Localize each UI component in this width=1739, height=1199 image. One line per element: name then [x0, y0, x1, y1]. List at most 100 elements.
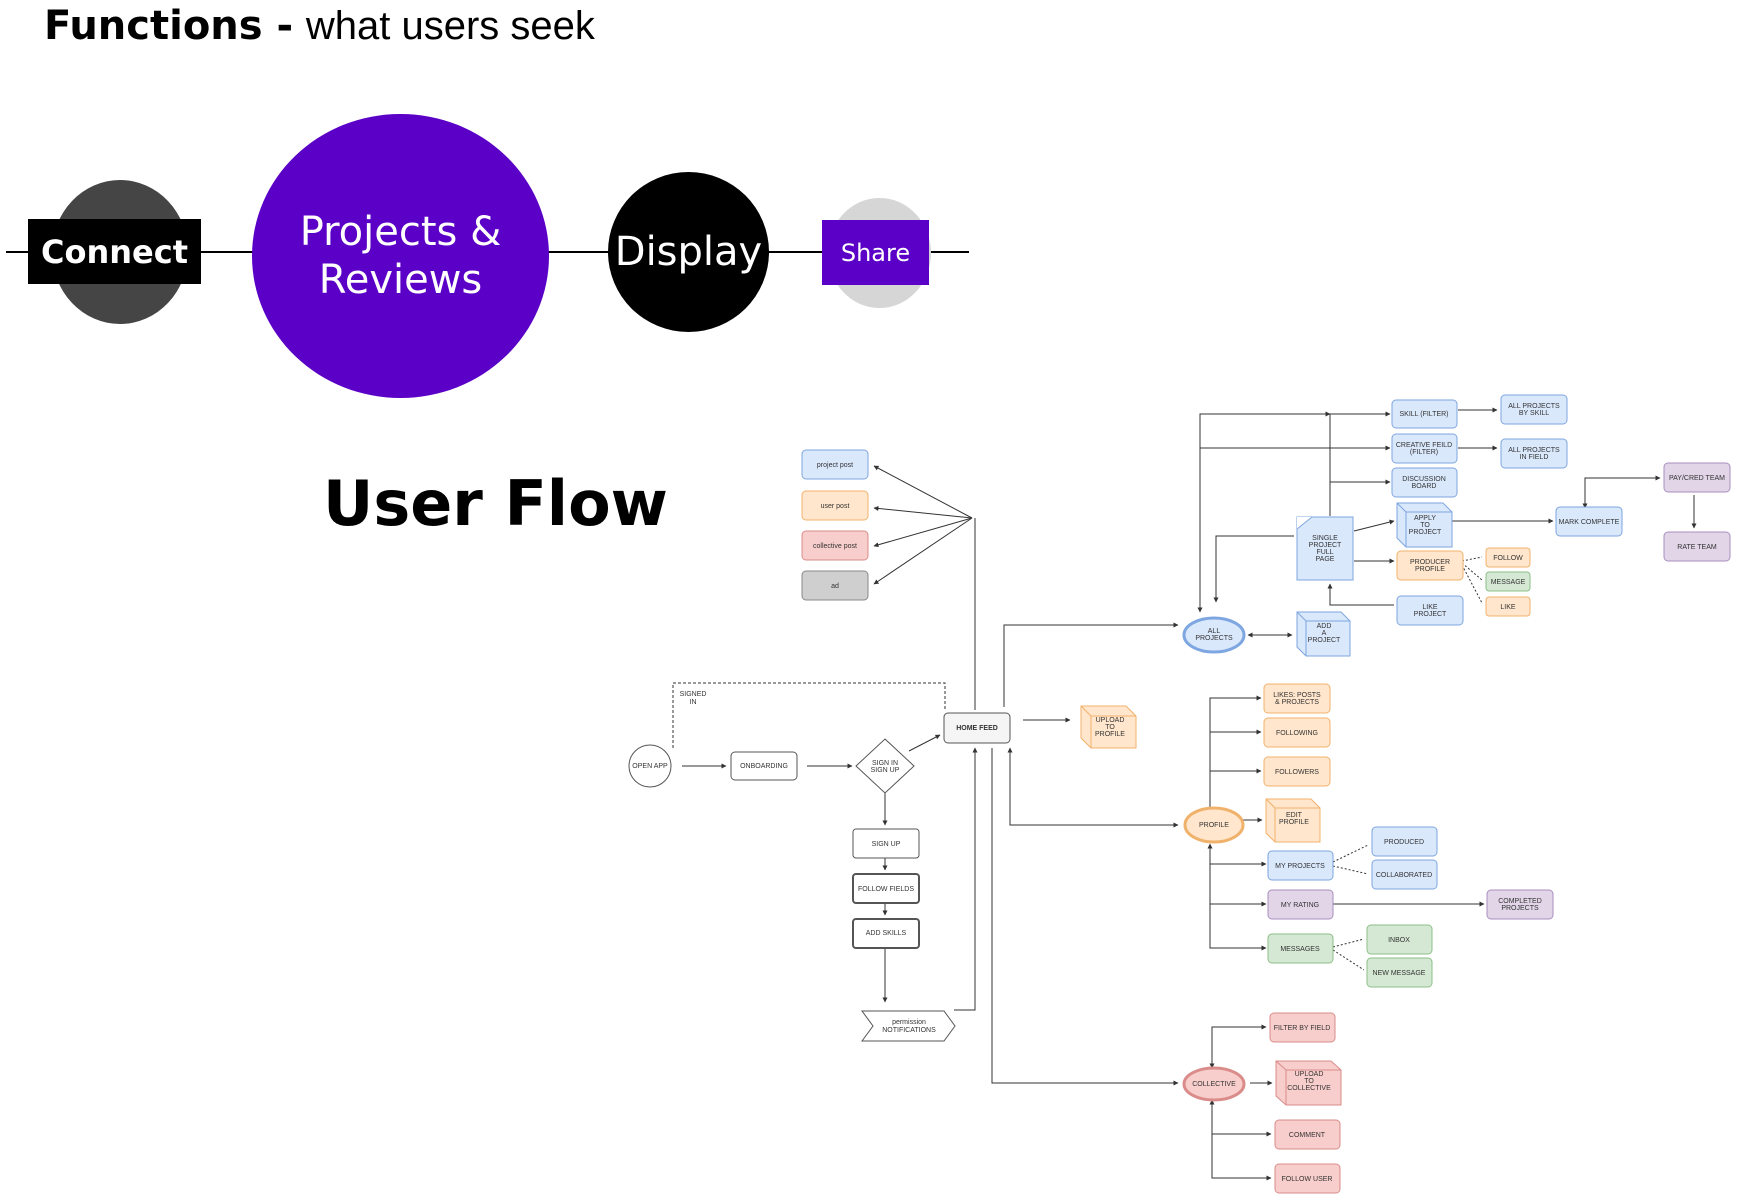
svg-text:LIKES: POSTS: LIKES: POSTS	[1273, 692, 1321, 699]
svg-text:permission: permission	[892, 1019, 926, 1026]
svg-text:PROFILE: PROFILE	[1199, 822, 1229, 829]
node-inbox: INBOX	[1366, 924, 1433, 955]
node-edit-profile: EDIT PROFILE	[1265, 798, 1321, 843]
node-add-skills: ADD SKILLS	[852, 918, 920, 949]
svg-text:CREATIVE FEILD: CREATIVE FEILD	[1396, 442, 1452, 449]
node-single-project-page: SINGLE PROJECT FULL PAGE	[1296, 516, 1354, 581]
svg-text:SKILL (FILTER): SKILL (FILTER)	[1399, 411, 1448, 418]
edge	[954, 747, 978, 1011]
svg-text:project post: project post	[817, 462, 853, 469]
svg-text:FULL: FULL	[1316, 549, 1333, 556]
svg-text:ADD: ADD	[1317, 623, 1332, 630]
edge	[1209, 1099, 1272, 1181]
edge	[1329, 411, 1391, 516]
node-my-projects: MY PROJECTS	[1267, 850, 1334, 881]
node-produced: PRODUCED	[1371, 826, 1438, 857]
svg-text:APPLY: APPLY	[1414, 515, 1436, 522]
edge	[873, 505, 973, 519]
node-all-projects-by-skill: ALL PROJECTS BY SKILL	[1500, 394, 1568, 425]
node-rate-team: RATE TEAM	[1663, 531, 1731, 562]
node-ad: ad	[801, 570, 869, 601]
title-light: what users seek	[305, 4, 595, 48]
node-sign-up: SIGN UP	[852, 828, 920, 859]
node-apply-to-project: APPLY TO PROJECT	[1396, 502, 1453, 548]
node-producer-profile: PRODUCER PROFILE	[1396, 550, 1464, 581]
display-text: Display	[614, 229, 763, 275]
edge	[873, 517, 973, 548]
svg-text:COMMENT: COMMENT	[1289, 1132, 1326, 1139]
svg-text:NOTIFICATIONS: NOTIFICATIONS	[882, 1027, 936, 1034]
svg-text:INBOX: INBOX	[1388, 937, 1410, 944]
edge	[1327, 583, 1394, 606]
node-follow-user: FOLLOW USER	[1274, 1163, 1341, 1194]
edge	[1197, 411, 1331, 613]
edge-dashed	[1332, 865, 1369, 875]
node-follow-fields: FOLLOW FIELDS	[852, 873, 920, 904]
edge	[1207, 843, 1267, 951]
display-circle: Display	[608, 172, 769, 332]
node-permission-notifications: permission NOTIFICATIONS	[861, 1010, 956, 1042]
node-messages: MESSAGES	[1267, 933, 1334, 964]
node-onboarding: ONBOARDING	[730, 751, 798, 781]
node-like-project: LIKE PROJECT	[1396, 595, 1464, 626]
svg-text:PROJECT: PROJECT	[1309, 542, 1342, 549]
svg-text:A: A	[1322, 630, 1327, 637]
svg-text:MESSAGES: MESSAGES	[1280, 946, 1320, 953]
svg-text:ALL PROJECTS: ALL PROJECTS	[1508, 447, 1560, 454]
svg-text:SIGN UP: SIGN UP	[871, 767, 900, 774]
edge	[1003, 622, 1179, 707]
edge-dashed	[1461, 564, 1483, 604]
node-completed-projects: COMPLETED PROJECTS	[1486, 889, 1554, 920]
svg-text:FOLLOWERS: FOLLOWERS	[1275, 769, 1319, 776]
edge	[1209, 695, 1262, 808]
svg-text:FOLLOWING: FOLLOWING	[1276, 730, 1318, 737]
edge-dashed	[1332, 949, 1365, 971]
connect-text: Connect	[41, 232, 188, 271]
svg-text:SIGN UP: SIGN UP	[872, 841, 901, 848]
svg-text:PROJECT: PROJECT	[1308, 637, 1341, 644]
node-profile: PROFILE	[1183, 806, 1245, 844]
svg-text:PROJECTS: PROJECTS	[1195, 635, 1233, 642]
svg-text:UPLOAD: UPLOAD	[1295, 1071, 1324, 1078]
page-title: Functions - what users seek	[44, 0, 595, 52]
node-collective: COLLECTIVE	[1182, 1066, 1246, 1102]
node-user-post: user post	[801, 490, 869, 521]
svg-text:MY RATING: MY RATING	[1281, 902, 1319, 909]
edge	[1353, 519, 1395, 532]
svg-text:ALL: ALL	[1208, 628, 1221, 635]
share-text: Share	[840, 238, 911, 267]
edge-dashed	[1332, 938, 1365, 948]
node-skill-filter: SKILL (FILTER)	[1391, 399, 1458, 429]
svg-text:TO: TO	[1105, 724, 1115, 731]
svg-text:collective post: collective post	[813, 543, 857, 550]
svg-text:SIGNED: SIGNED	[680, 691, 707, 698]
user-flow-title: User Flow	[323, 467, 668, 540]
svg-text:NEW MESSAGE: NEW MESSAGE	[1373, 970, 1426, 977]
svg-text:RATE TEAM: RATE TEAM	[1677, 544, 1717, 551]
node-signed-in-label: SIGNED IN	[680, 691, 707, 706]
node-add-a-project: ADD A PROJECT	[1296, 611, 1351, 657]
svg-text:user post: user post	[821, 503, 850, 510]
node-pay-cred-team: PAY/CRED TEAM	[1663, 462, 1731, 493]
node-upload-to-profile: UPLOAD TO PROFILE	[1080, 705, 1137, 749]
node-follow: FOLLOW	[1485, 547, 1531, 568]
edge	[1209, 1024, 1267, 1069]
svg-text:PROJECT: PROJECT	[1409, 529, 1442, 536]
svg-text:FILTER BY FIELD: FILTER BY FIELD	[1274, 1025, 1331, 1032]
node-following: FOLLOWING	[1263, 717, 1331, 748]
svg-text:SIGN IN: SIGN IN	[872, 760, 898, 767]
node-all-projects: ALL PROJECTS	[1182, 616, 1246, 654]
svg-text:PRODUCER: PRODUCER	[1410, 559, 1450, 566]
node-creative-field-filter: CREATIVE FEILD (FILTER)	[1391, 433, 1458, 464]
share-label: Share	[822, 220, 929, 285]
node-mark-complete: MARK COMPLETE	[1555, 506, 1623, 537]
node-home-feed: HOME FEED	[943, 712, 1011, 744]
svg-text:PAGE: PAGE	[1316, 556, 1335, 563]
svg-text:LIKE: LIKE	[1500, 604, 1516, 611]
svg-text:LIKE: LIKE	[1422, 604, 1438, 611]
node-like: LIKE	[1485, 596, 1531, 617]
projects-reviews-line2: Reviews	[318, 257, 483, 303]
svg-text:(FILTER): (FILTER)	[1410, 449, 1438, 456]
edge	[908, 734, 941, 752]
